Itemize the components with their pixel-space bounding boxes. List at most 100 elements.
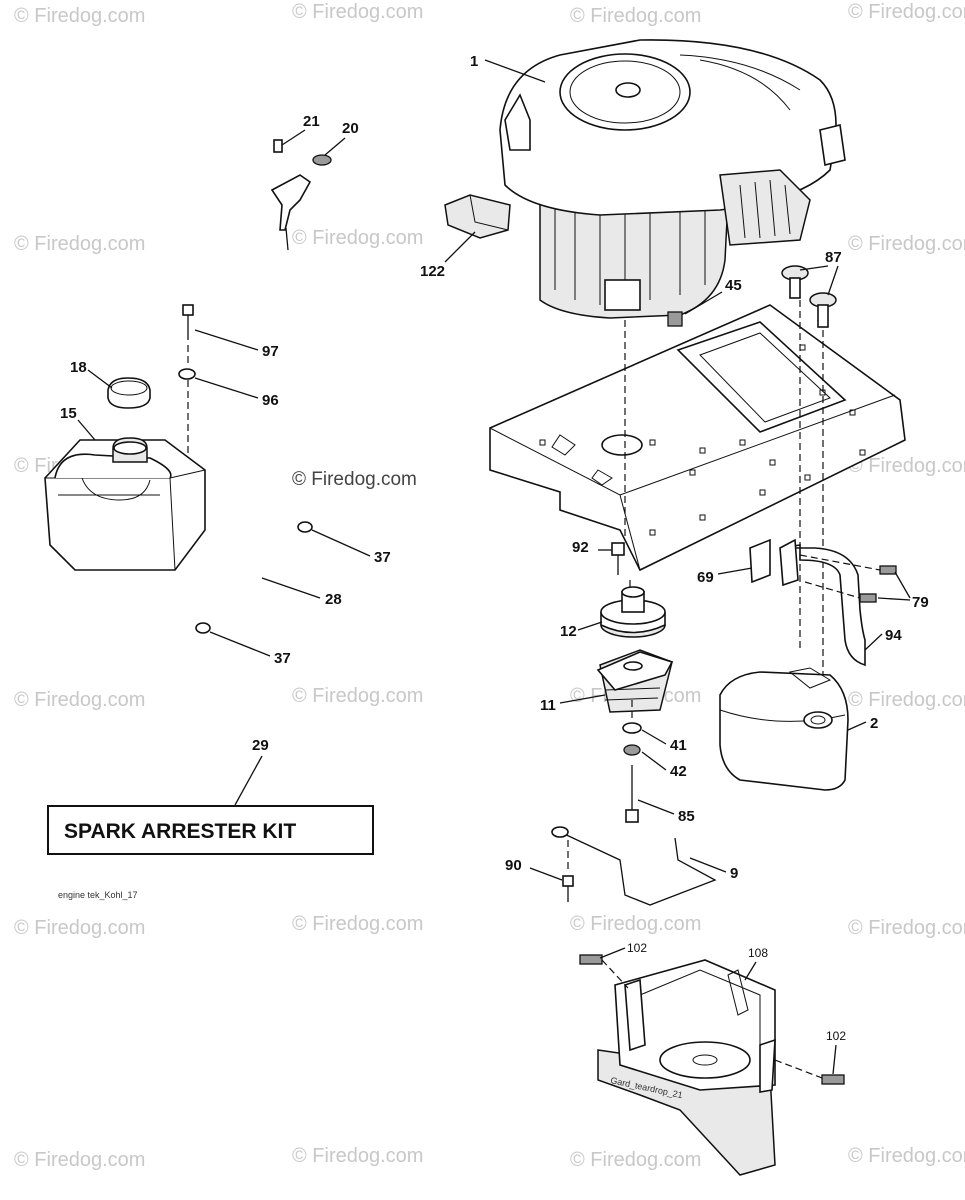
leader-line (637, 799, 675, 815)
throttle-bracket-part (270, 139, 332, 251)
watermark: © Firedog.com (14, 689, 145, 711)
callout-37: 37 (374, 549, 391, 566)
knob-bolt-part-87 (809, 292, 837, 328)
pulley-part-12 (600, 586, 666, 638)
fuel-cap-part-18 (107, 377, 151, 409)
leader-line (847, 721, 867, 731)
leader-line (689, 857, 727, 873)
bolt-part-90 (562, 875, 574, 902)
leader-line (832, 1044, 837, 1075)
leader-line (324, 137, 346, 156)
assembly-line (799, 554, 881, 599)
leader-line (87, 369, 113, 389)
leader-line (484, 59, 546, 83)
leader-line (577, 621, 603, 631)
watermark: © Firedog.com (292, 685, 423, 707)
callout-102: 102 (826, 1029, 846, 1043)
washer-part-41 (622, 722, 642, 734)
bolt-part-85 (625, 765, 639, 823)
exhaust-pipe-part-94 (779, 538, 866, 667)
watermark: © Firedog.com (292, 913, 423, 935)
assembly-line (774, 1059, 823, 1079)
leader-line (864, 633, 883, 651)
bracket-part-122 (444, 194, 511, 239)
kit-label: SPARK ARRESTER KIT (64, 820, 296, 843)
leader-line (799, 265, 839, 296)
callout-21: 21 (303, 113, 320, 130)
callout-9: 9 (730, 865, 738, 882)
watermark: © Firedog.com (570, 1149, 701, 1171)
callout-2: 2 (870, 715, 878, 732)
engine-part (499, 39, 846, 319)
assembly-line (601, 959, 629, 989)
callout-29: 29 (252, 737, 269, 754)
washer-part-96 (178, 368, 196, 380)
bolt-part-102 (579, 954, 603, 965)
callout-18: 18 (70, 359, 87, 376)
callout-20: 20 (342, 120, 359, 137)
watermark: © Firedog.com (292, 1, 423, 23)
watermark: © Firedog.com (848, 233, 965, 255)
callout-45: 45 (725, 277, 742, 294)
frame-part (489, 304, 906, 572)
callout-94: 94 (885, 627, 902, 644)
watermark-center: © Firedog.com (292, 469, 417, 490)
watermark: © Firedog.com (848, 1, 965, 23)
leader-line (281, 129, 306, 146)
bolt-part-92 (611, 542, 625, 575)
gasket-part-69 (749, 538, 771, 584)
watermark: © Firedog.com (14, 917, 145, 939)
leader-line (234, 755, 263, 806)
callout-92: 92 (572, 539, 589, 556)
watermark: © Firedog.com (570, 5, 701, 27)
watermark: © Firedog.com (14, 5, 145, 27)
leader-line (641, 729, 667, 745)
leader-line (261, 577, 321, 599)
callout-122: 122 (420, 263, 445, 280)
watermark: © Firedog.com (848, 1145, 965, 1167)
watermark: © Firedog.com (848, 917, 965, 939)
fuel-line-part-28 (207, 528, 301, 626)
callout-37: 37 (274, 650, 291, 667)
callout-11: 11 (540, 697, 556, 714)
bolt-part-79 (859, 565, 897, 603)
callout-90: 90 (505, 857, 522, 874)
watermark: © Firedog.com (848, 455, 965, 477)
leader-line (529, 867, 563, 881)
callout-1: 1 (470, 53, 478, 70)
leader-line (599, 947, 626, 959)
shield-part-108: Gard_teardrop_21 (597, 959, 776, 1176)
leader-line (559, 694, 606, 704)
watermark: © Firedog.com (14, 233, 145, 255)
leader-line (717, 567, 753, 575)
watermark: © Firedog.com (292, 1145, 423, 1167)
leader-line (641, 751, 667, 771)
leader-line (877, 571, 911, 601)
callout-85: 85 (678, 808, 695, 825)
watermark: © Firedog.com (848, 689, 965, 711)
callout-97: 97 (262, 343, 279, 360)
knob-bolt-part-87 (781, 265, 809, 299)
leader-line (209, 631, 271, 657)
muffler-part-2 (719, 667, 849, 791)
watermark: © Firedog.com (292, 227, 423, 249)
leader-line (444, 231, 476, 263)
leader-line (311, 529, 371, 557)
leader-line (77, 419, 96, 441)
callout-79: 79 (912, 594, 929, 611)
callout-108: 108 (748, 946, 768, 960)
kit-box (47, 805, 374, 855)
callout-15: 15 (60, 405, 77, 422)
callout-12: 12 (560, 623, 577, 640)
callout-41: 41 (670, 737, 687, 754)
watermark: © Firedog.com (14, 1149, 145, 1171)
callout-96: 96 (262, 392, 279, 409)
leader-line (194, 329, 259, 351)
callout-102: 102 (627, 941, 647, 955)
washer-part-42 (623, 744, 641, 756)
screw-part-97 (182, 304, 194, 340)
leader-line (744, 961, 757, 981)
rod-part-9 (551, 826, 717, 906)
clutch-part-11 (596, 649, 674, 713)
leader-line (194, 377, 259, 399)
